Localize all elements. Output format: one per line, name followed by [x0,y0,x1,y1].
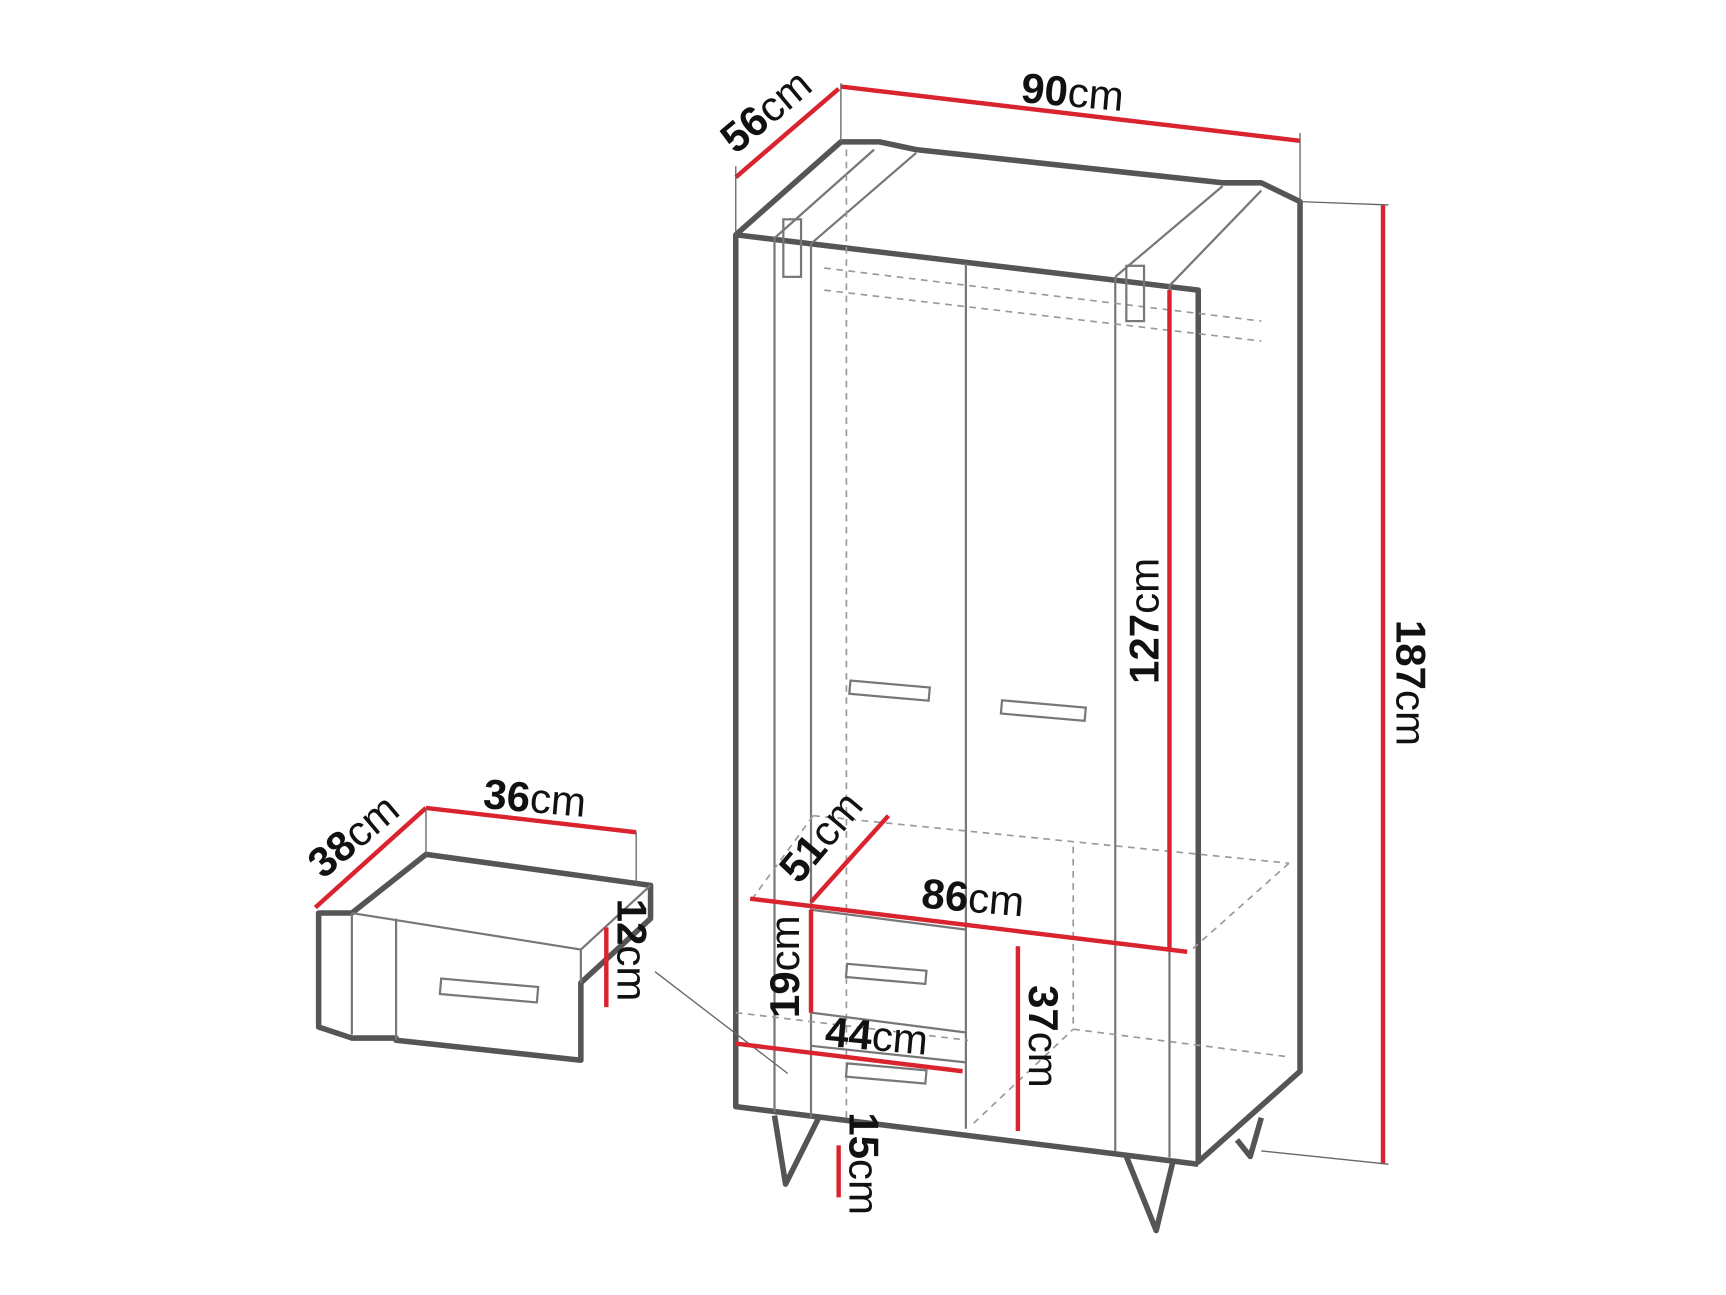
dim-line-inner-width [749,896,1188,954]
label-width: 90cm [1019,64,1126,120]
label-leg-height: 15cm [841,1112,888,1215]
label-compartment: 37cm [1020,985,1067,1088]
drawer-handle [844,1062,928,1085]
dim-line-width [840,84,1301,143]
drawer-handle [438,977,540,1004]
drawer-box [315,851,654,1063]
leg [771,1115,822,1187]
dimension-lines [313,83,1389,1198]
label-height: 187cm [1387,620,1434,746]
dim-line-inner-depth [809,814,891,904]
dim-line-depth [734,87,841,179]
label-door-height: 127cm [1120,558,1167,684]
label-inner-width: 86cm [920,870,1027,926]
label-drawer-width: 44cm [823,1008,930,1064]
dim-line-drawer-width [735,1041,963,1074]
hinge-bracket [782,218,803,278]
drawer-handle [844,962,928,986]
leg [1234,1116,1264,1160]
door-handle [999,699,1088,723]
label-depth: 56cm [711,60,820,162]
label-upper-drawer: 19cm [761,915,808,1018]
label-inner-depth: 51cm [770,782,872,891]
wardrobe [732,139,1303,1234]
leader-line [654,971,789,1074]
label-drawer-width-small: 36cm [482,770,589,826]
dim-line-drawer-width-small [425,805,637,835]
leg [1123,1155,1176,1234]
label-drawer-height: 12cm [608,899,655,1002]
dim-line-drawer-depth [313,806,428,910]
hinge-bracket [1125,264,1146,323]
door-handle [848,679,932,702]
